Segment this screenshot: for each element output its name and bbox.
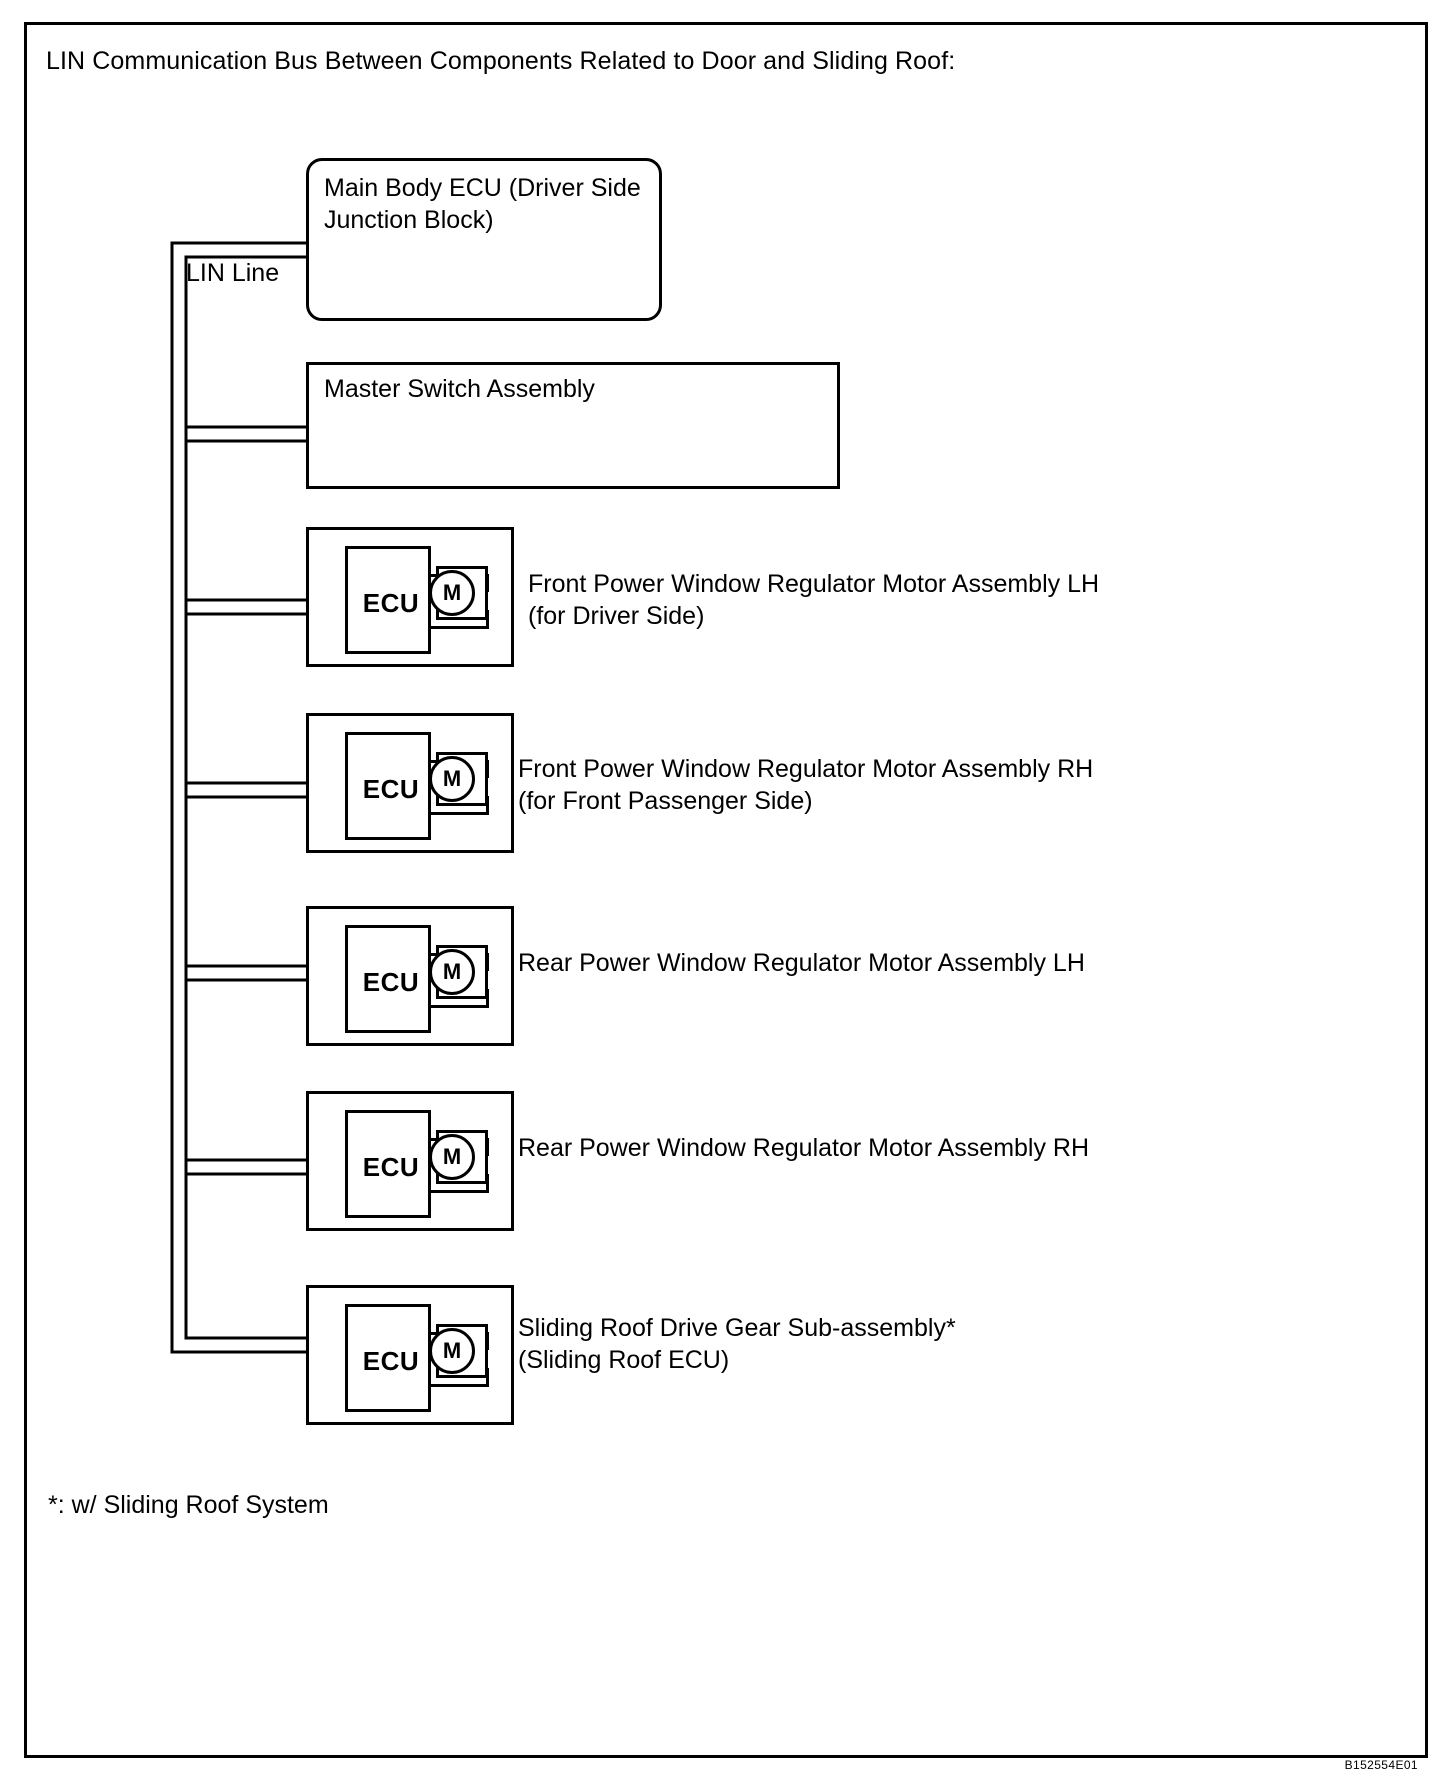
master-switch-assembly-label: Master Switch Assembly (324, 375, 595, 403)
main-body-ecu-label-line1: Main Body ECU (Driver Side (324, 174, 641, 202)
front-power-window-rh-module[interactable]: ECU M (306, 713, 514, 853)
motor-label: M (442, 766, 462, 791)
ecu-sub-box: ECU (345, 546, 431, 654)
front-power-window-lh-module[interactable]: ECU M (306, 527, 514, 667)
label-line1: Rear Power Window Regulator Motor Assemb… (518, 949, 1085, 977)
ecu-label: ECU (362, 773, 420, 804)
rear-power-window-lh-label: Rear Power Window Regulator Motor Assemb… (518, 947, 1085, 979)
ecu-sub-box: ECU (345, 1304, 431, 1412)
motor-lead-bottom (431, 1190, 489, 1193)
ecu-sub-box: ECU (345, 1110, 431, 1218)
label-line1: Front Power Window Regulator Motor Assem… (528, 570, 1100, 598)
main-body-ecu-box[interactable] (306, 158, 662, 321)
motor-label: M (442, 1144, 462, 1169)
ecu-label: ECU (362, 587, 420, 618)
main-body-ecu-label-line2: Junction Block) (324, 206, 494, 234)
label-line1: Rear Power Window Regulator Motor Assemb… (518, 1134, 1090, 1162)
ecu-label: ECU (362, 966, 420, 997)
label-line1: Front Power Window Regulator Motor Assem… (518, 755, 1094, 783)
motor-lead-bottom (431, 812, 489, 815)
rear-power-window-lh-module[interactable]: ECU M (306, 906, 514, 1046)
front-power-window-rh-label: Front Power Window Regulator Motor Assem… (518, 753, 1093, 817)
label-line1: Sliding Roof Drive Gear Sub-assembly* (518, 1314, 956, 1342)
label-line2: (Sliding Roof ECU) (518, 1346, 730, 1374)
sliding-roof-drive-gear-label: Sliding Roof Drive Gear Sub-assembly* (S… (518, 1312, 956, 1376)
diagram-title: LIN Communication Bus Between Components… (46, 47, 956, 75)
figure-id-code: B152554E01 (1344, 1758, 1418, 1772)
label-line2: (for Driver Side) (528, 602, 705, 630)
ecu-label: ECU (362, 1345, 420, 1376)
ecu-sub-box: ECU (345, 925, 431, 1033)
page-border (24, 22, 1428, 1758)
front-power-window-lh-label: Front Power Window Regulator Motor Assem… (528, 568, 1099, 632)
lin-line-label: LIN Line (186, 259, 280, 287)
rear-power-window-rh-module[interactable]: ECU M (306, 1091, 514, 1231)
motor-label: M (442, 1338, 462, 1363)
motor-lead-bottom (431, 626, 489, 629)
motor-symbol: M (429, 570, 475, 616)
motor-symbol: M (429, 1134, 475, 1180)
ecu-label: ECU (362, 1151, 420, 1182)
motor-symbol: M (429, 949, 475, 995)
motor-symbol: M (429, 756, 475, 802)
ecu-sub-box: ECU (345, 732, 431, 840)
rear-power-window-rh-label: Rear Power Window Regulator Motor Assemb… (518, 1132, 1089, 1164)
footnote-text: *: w/ Sliding Roof System (48, 1491, 329, 1519)
master-switch-assembly-box[interactable] (306, 362, 840, 489)
motor-symbol: M (429, 1328, 475, 1374)
motor-lead-bottom (431, 1384, 489, 1387)
motor-label: M (442, 959, 462, 984)
sliding-roof-drive-gear-module[interactable]: ECU M (306, 1285, 514, 1425)
main-body-ecu-label: Main Body ECU (Driver Side Junction Bloc… (324, 172, 654, 236)
motor-label: M (442, 580, 462, 605)
motor-lead-bottom (431, 1005, 489, 1008)
label-line2: (for Front Passenger Side) (518, 787, 813, 815)
